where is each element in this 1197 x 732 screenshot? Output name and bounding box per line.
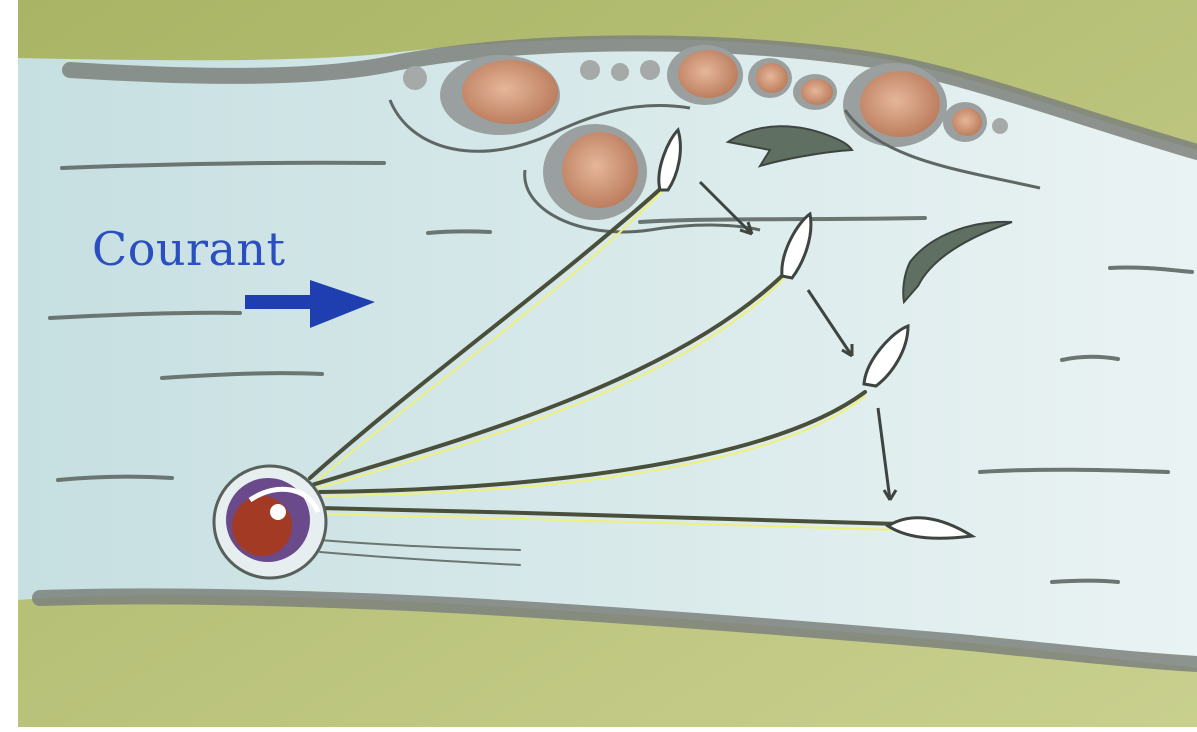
- reel-icon: [214, 466, 326, 578]
- current-label: Courant: [92, 222, 286, 276]
- left-border: [0, 0, 18, 727]
